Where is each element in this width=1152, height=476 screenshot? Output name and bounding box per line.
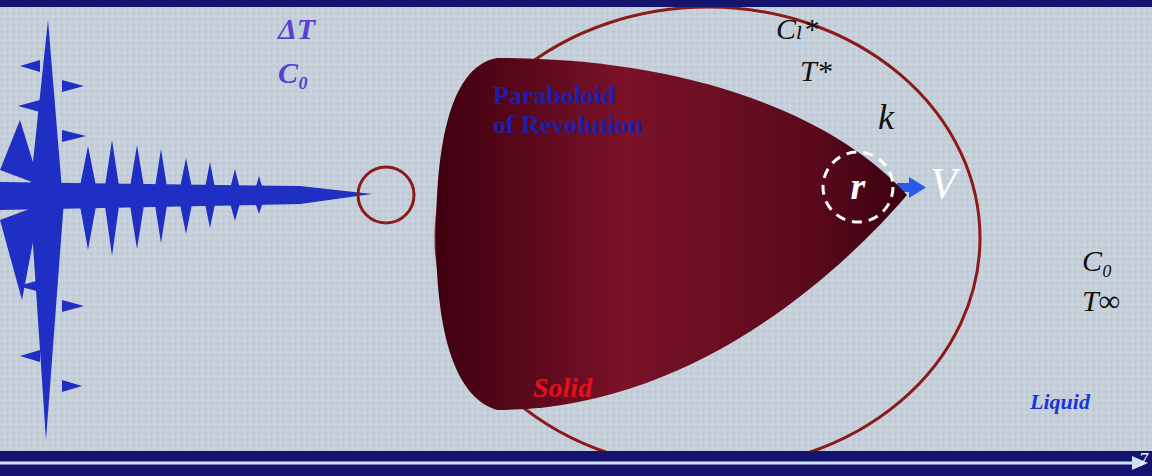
dendrite (0, 20, 372, 440)
tip-radius-circle: r (820, 149, 896, 225)
phase-label: Solid (533, 373, 592, 404)
shape-title: Paraboloid of Revolution (493, 81, 643, 139)
page-number: 7 (1139, 451, 1148, 471)
far-field-temperature: T∞ (1082, 284, 1120, 317)
top-band (0, 0, 1152, 7)
velocity-symbol: V (930, 160, 957, 208)
bottom-arrow-line (0, 462, 1136, 465)
interface-concentration: Cₗ* (776, 12, 818, 45)
bottom-band (0, 451, 1152, 476)
undercooling-symbol: ΔT (278, 12, 315, 45)
dashed-circle (823, 152, 893, 222)
interface-temperature: T* (800, 54, 832, 87)
concentration-symbol: C₀ (278, 56, 308, 89)
radius-symbol: r (851, 166, 866, 208)
phase-label: Liquid (1030, 390, 1090, 414)
paraboloid-solid: Paraboloid of RevolutionSolid r (435, 55, 909, 413)
tip-circle (358, 167, 414, 223)
far-field-concentration: C₀ (1082, 244, 1112, 277)
zoom-ellipse (436, 7, 980, 469)
partition-coefficient: k (878, 98, 894, 138)
paraboloid-shape (436, 58, 907, 410)
